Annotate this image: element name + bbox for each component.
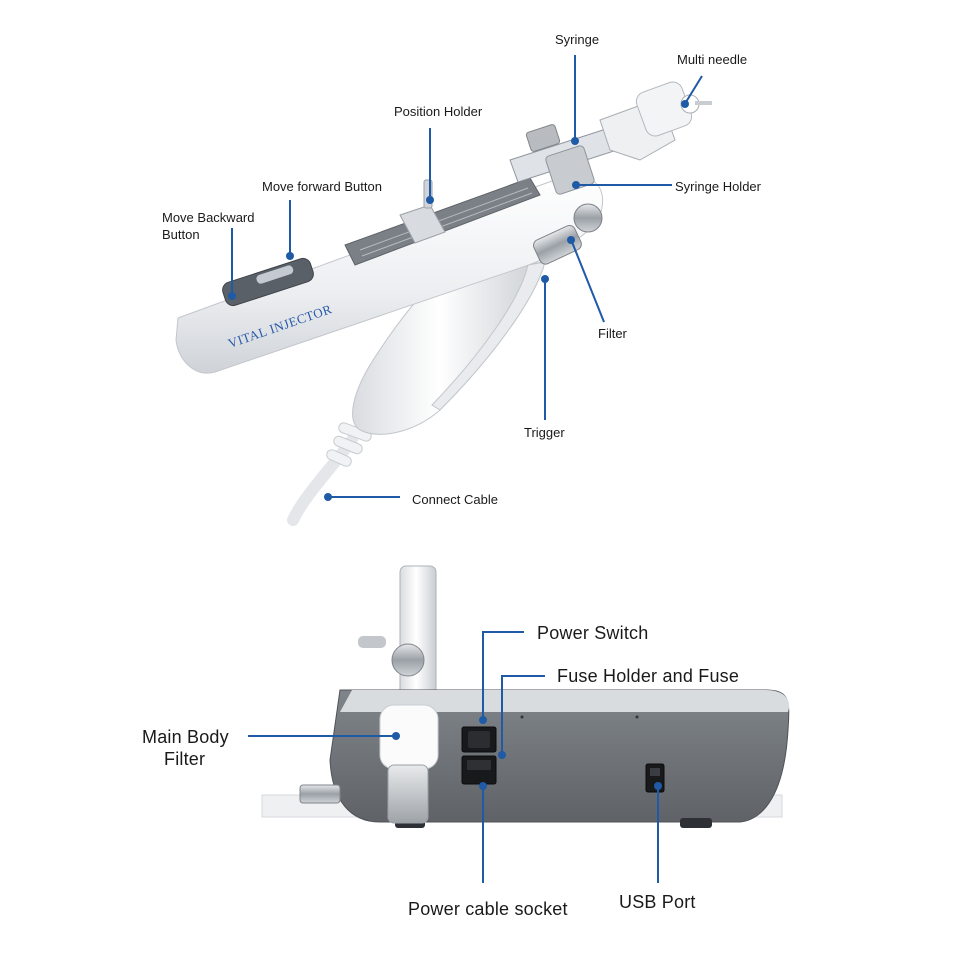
label-fuse-holder: Fuse Holder and Fuse — [557, 666, 740, 686]
dot-syringe-holder — [572, 181, 580, 189]
main-body-top — [340, 690, 790, 712]
syringe-holder-block — [545, 145, 595, 195]
label-position-holder: Position Holder — [394, 104, 483, 119]
screw-hole — [635, 715, 639, 719]
syringe-holder-clamp — [525, 124, 561, 152]
fuse-holder[interactable] — [467, 760, 491, 770]
trigger-lever — [431, 261, 546, 411]
docked-gun-handle — [358, 636, 386, 648]
label-usb-port: USB Port — [619, 892, 696, 912]
move-forward-button[interactable] — [255, 264, 294, 284]
dot-usb-port — [654, 782, 662, 790]
label-move-backward-button: Move Backward Button — [162, 209, 254, 243]
filter-cartridge — [533, 224, 582, 265]
position-holder — [399, 204, 446, 244]
dot-main-body-filter — [392, 732, 400, 740]
label-syringe: Syringe — [555, 32, 600, 47]
label-syringe-holder: Syringe Holder — [675, 179, 761, 194]
rail-window — [344, 177, 541, 266]
label-move-backward-line1: Move Backward — [162, 210, 255, 225]
dot-power-cable-socket — [479, 782, 487, 790]
dot-move-forward — [286, 252, 294, 260]
cable-connector — [299, 784, 341, 804]
leader-multi-needle — [685, 75, 703, 103]
label-move-backward-line2: Button — [162, 227, 200, 242]
label-main-body-filter-line2: Filter — [164, 749, 206, 769]
main-body-filter-bowl — [387, 764, 429, 824]
foot-right — [680, 818, 712, 828]
label-connect-cable: Connect Cable — [412, 492, 498, 507]
connect-cable — [287, 434, 358, 526]
main-unit — [261, 565, 790, 828]
leader-dots — [228, 100, 689, 790]
leader-power-switch — [482, 631, 524, 718]
leader-filter — [571, 241, 605, 323]
label-power-switch: Power Switch — [537, 623, 649, 643]
power-switch-rocker[interactable] — [468, 731, 490, 748]
label-trigger: Trigger — [524, 425, 565, 440]
dot-position-holder — [426, 196, 434, 204]
label-main-body-filter-line1: Main Body — [142, 727, 229, 747]
dot-fuse-holder — [498, 751, 506, 759]
dot-move-backward — [228, 292, 236, 300]
rail-threads — [359, 187, 533, 257]
label-power-cable-socket: Power cable socket — [408, 899, 568, 919]
cable-strain-relief — [326, 422, 372, 467]
screw-hole — [520, 715, 524, 719]
label-main-body-filter: Main Body Filter — [142, 726, 229, 770]
dot-multi-needle — [681, 100, 689, 108]
docked-gun-barrel — [399, 565, 437, 697]
dot-connect-cable — [324, 493, 332, 501]
syringe-holder-knob — [573, 203, 603, 233]
label-move-forward-button: Move forward Button — [262, 179, 382, 194]
dot-trigger — [541, 275, 549, 283]
docked-gun-knob — [391, 643, 425, 677]
leader-fuse-holder — [501, 675, 545, 753]
label-filter: Filter — [598, 326, 627, 341]
dot-syringe — [571, 137, 579, 145]
label-multi-needle: Multi needle — [677, 52, 748, 67]
dot-power-switch — [479, 716, 487, 724]
usb-port-slot — [650, 768, 660, 776]
injector-gun: VITAL INJECTOR — [175, 81, 712, 526]
leader-lines — [231, 55, 703, 883]
dot-filter — [567, 236, 575, 244]
